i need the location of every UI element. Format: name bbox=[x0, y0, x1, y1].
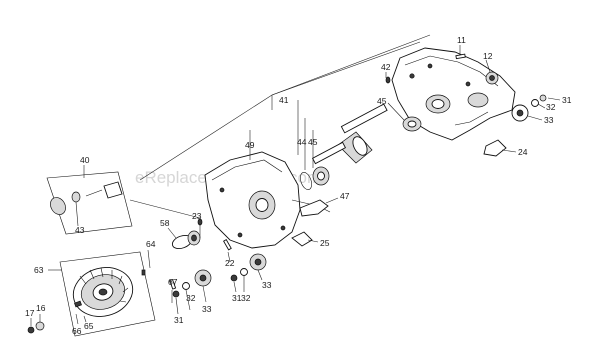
callout-32c: 32 bbox=[241, 293, 251, 303]
callout-45a: 45 bbox=[377, 96, 387, 106]
callout-41: 41 bbox=[279, 95, 289, 105]
nut-17 bbox=[27, 326, 35, 334]
callout-58: 58 bbox=[160, 218, 170, 228]
callout-32b: 32 bbox=[186, 293, 196, 303]
screw-67 bbox=[169, 278, 177, 290]
dowel-42 bbox=[385, 76, 391, 84]
flywheel-assembly-63 bbox=[59, 251, 156, 337]
callout-17: 17 bbox=[25, 308, 35, 318]
ring-31c bbox=[230, 274, 238, 282]
ring-31 bbox=[539, 94, 547, 102]
callout-44: 44 bbox=[297, 137, 307, 147]
callout-12: 12 bbox=[483, 51, 493, 61]
leader-lines bbox=[30, 34, 561, 326]
callouts: 11 12 42 45 31 32 33 24 41 49 44 45 47 4… bbox=[25, 35, 572, 336]
callout-40: 40 bbox=[80, 155, 90, 165]
callout-43: 43 bbox=[75, 225, 85, 235]
callout-49: 49 bbox=[245, 140, 255, 150]
callout-31a: 31 bbox=[562, 95, 572, 105]
callout-33a: 33 bbox=[544, 115, 554, 125]
callout-63: 63 bbox=[34, 265, 44, 275]
callout-33c: 33 bbox=[262, 280, 272, 290]
screw-22 bbox=[223, 239, 232, 251]
washer-32c bbox=[240, 268, 248, 276]
bracket-25 bbox=[291, 231, 313, 247]
callout-45b: 45 bbox=[308, 137, 318, 147]
washer-32 bbox=[531, 99, 539, 107]
crankshaft bbox=[311, 103, 388, 165]
washer-32b bbox=[182, 282, 190, 290]
callout-67: 67 bbox=[168, 277, 178, 287]
callout-25: 25 bbox=[320, 238, 330, 248]
bracket-47 bbox=[299, 199, 329, 217]
bracket-24 bbox=[483, 139, 507, 157]
callout-31b: 31 bbox=[174, 315, 184, 325]
callout-11: 11 bbox=[457, 35, 466, 45]
callout-33b: 33 bbox=[202, 304, 212, 314]
callout-47: 47 bbox=[340, 191, 350, 201]
ring-31b bbox=[172, 290, 180, 298]
callout-16: 16 bbox=[36, 303, 46, 313]
pin-11 bbox=[455, 53, 466, 60]
callout-23: 23 bbox=[192, 211, 202, 221]
left-crankcase-half bbox=[204, 151, 331, 249]
callout-65: 65 bbox=[84, 321, 94, 331]
callout-31c: 31 bbox=[232, 293, 242, 303]
inset-box-40 bbox=[46, 171, 133, 235]
callout-66: 66 bbox=[72, 326, 82, 336]
ring-44 bbox=[300, 172, 312, 190]
clip-64 bbox=[141, 269, 146, 276]
callout-24: 24 bbox=[518, 147, 528, 157]
callout-42: 42 bbox=[381, 62, 391, 72]
callout-32a: 32 bbox=[546, 102, 556, 112]
callout-22: 22 bbox=[225, 258, 235, 268]
callout-64: 64 bbox=[146, 239, 156, 249]
washer-16 bbox=[35, 321, 45, 331]
